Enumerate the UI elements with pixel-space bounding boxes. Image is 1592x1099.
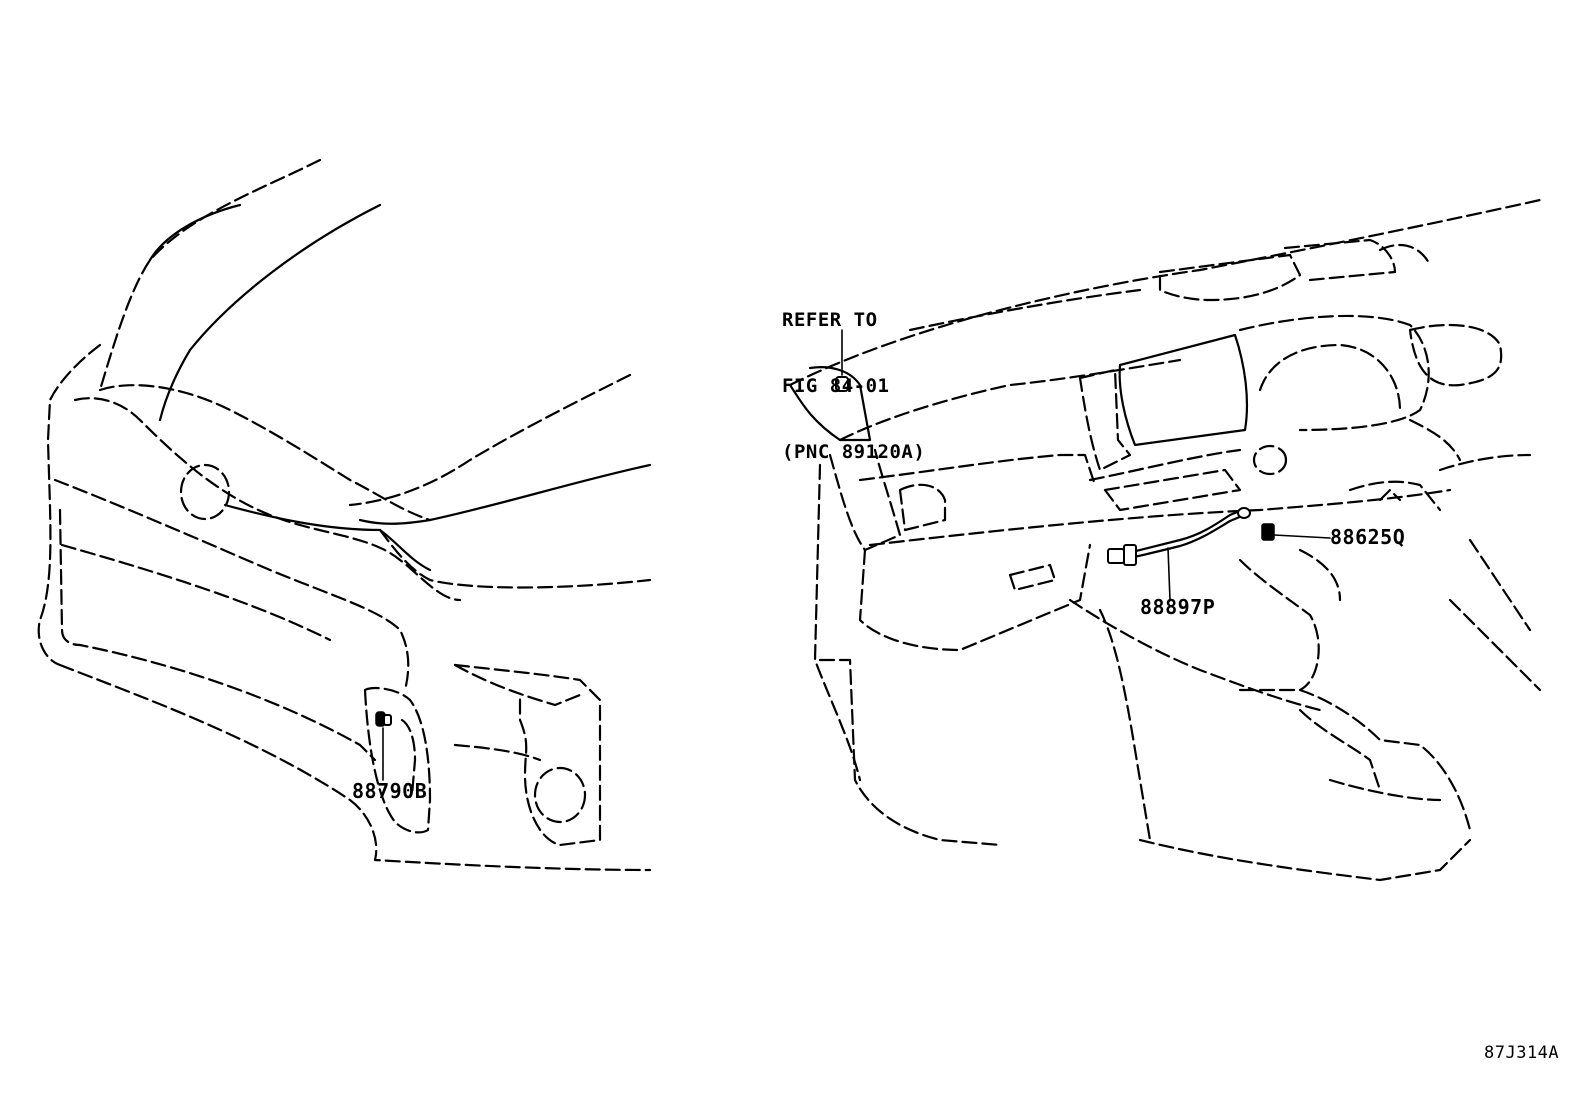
reference-note-line2: FIG 84-01: [782, 375, 890, 397]
figure-id: 87J314A: [1484, 1043, 1560, 1063]
callout-88897P: 88897P: [1140, 595, 1216, 619]
reference-note-line3: (PNC 89120A): [782, 441, 926, 463]
reference-note-line1: REFER TO: [782, 309, 878, 331]
callout-88625Q: 88625Q: [1330, 525, 1406, 549]
callout-leader-88625Q: [1273, 534, 1331, 539]
callout-leader-88897P: [1167, 547, 1171, 601]
reference-note: REFER TO FIG 84-01 (PNC 89120A): [782, 265, 925, 485]
dashboard-drawing: [788, 198, 1542, 882]
callout-88790B: 88790B: [352, 779, 428, 803]
front-bumper-drawing: [37, 158, 652, 872]
